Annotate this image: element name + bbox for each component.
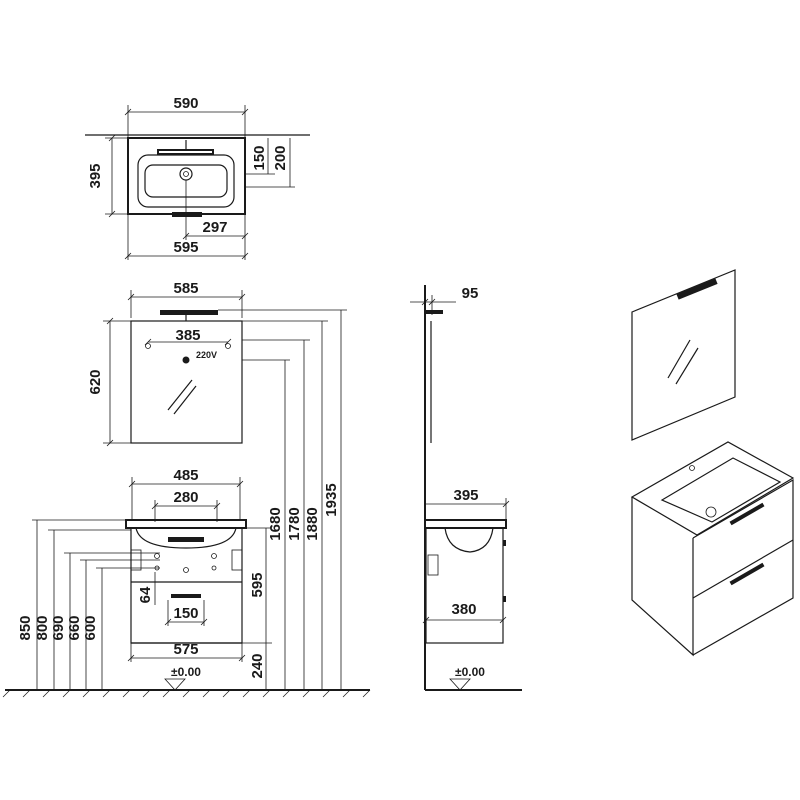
- dim-585: 585: [173, 280, 198, 297]
- dim-280: 280: [173, 489, 198, 506]
- dim-600: 600: [82, 615, 99, 640]
- dim-297: 297: [202, 219, 227, 236]
- floor-hatch-front: [2, 689, 371, 698]
- dim-485: 485: [173, 467, 198, 484]
- dim-595-bottom: 595: [173, 239, 198, 256]
- dim-1880: 1880: [304, 507, 321, 540]
- dim-620: 620: [87, 369, 104, 394]
- dim-395-depth: 395: [87, 163, 104, 188]
- dim-690: 690: [50, 615, 67, 640]
- dim-1780: 1780: [286, 507, 303, 540]
- front-view: 585 385 220V 620 485 280: [2, 280, 371, 698]
- right-height-dims: 595 240 1680 1780 1880 1935: [218, 309, 347, 690]
- dim-150-top: 150: [251, 145, 268, 170]
- top-view: 590 395 150 200 297 595: [85, 95, 310, 260]
- dim-385: 385: [175, 327, 200, 344]
- side-view: 95 395 380 ±0.00: [410, 285, 522, 691]
- dim-240: 240: [249, 653, 266, 678]
- dim-380: 380: [451, 601, 476, 618]
- floor-label-front: ±0.00: [171, 665, 201, 679]
- power-label: 220V: [196, 350, 217, 360]
- dim-64: 64: [137, 586, 154, 603]
- dim-395-side: 395: [453, 487, 478, 504]
- dim-1680: 1680: [267, 507, 284, 540]
- dim-660: 660: [66, 615, 83, 640]
- dim-575: 575: [173, 641, 198, 658]
- floor-label-side: ±0.00: [455, 665, 485, 679]
- dim-850: 850: [17, 615, 34, 640]
- dim-590: 590: [173, 95, 198, 112]
- dim-800: 800: [34, 615, 51, 640]
- dim-150-bottom: 150: [173, 605, 198, 622]
- left-height-dims: 850 800 690 660 600: [17, 519, 160, 690]
- dim-1935: 1935: [323, 483, 340, 516]
- dim-95: 95: [462, 285, 479, 302]
- dim-200-top: 200: [272, 145, 289, 170]
- dim-595-height: 595: [249, 572, 266, 597]
- perspective-view: [630, 269, 795, 657]
